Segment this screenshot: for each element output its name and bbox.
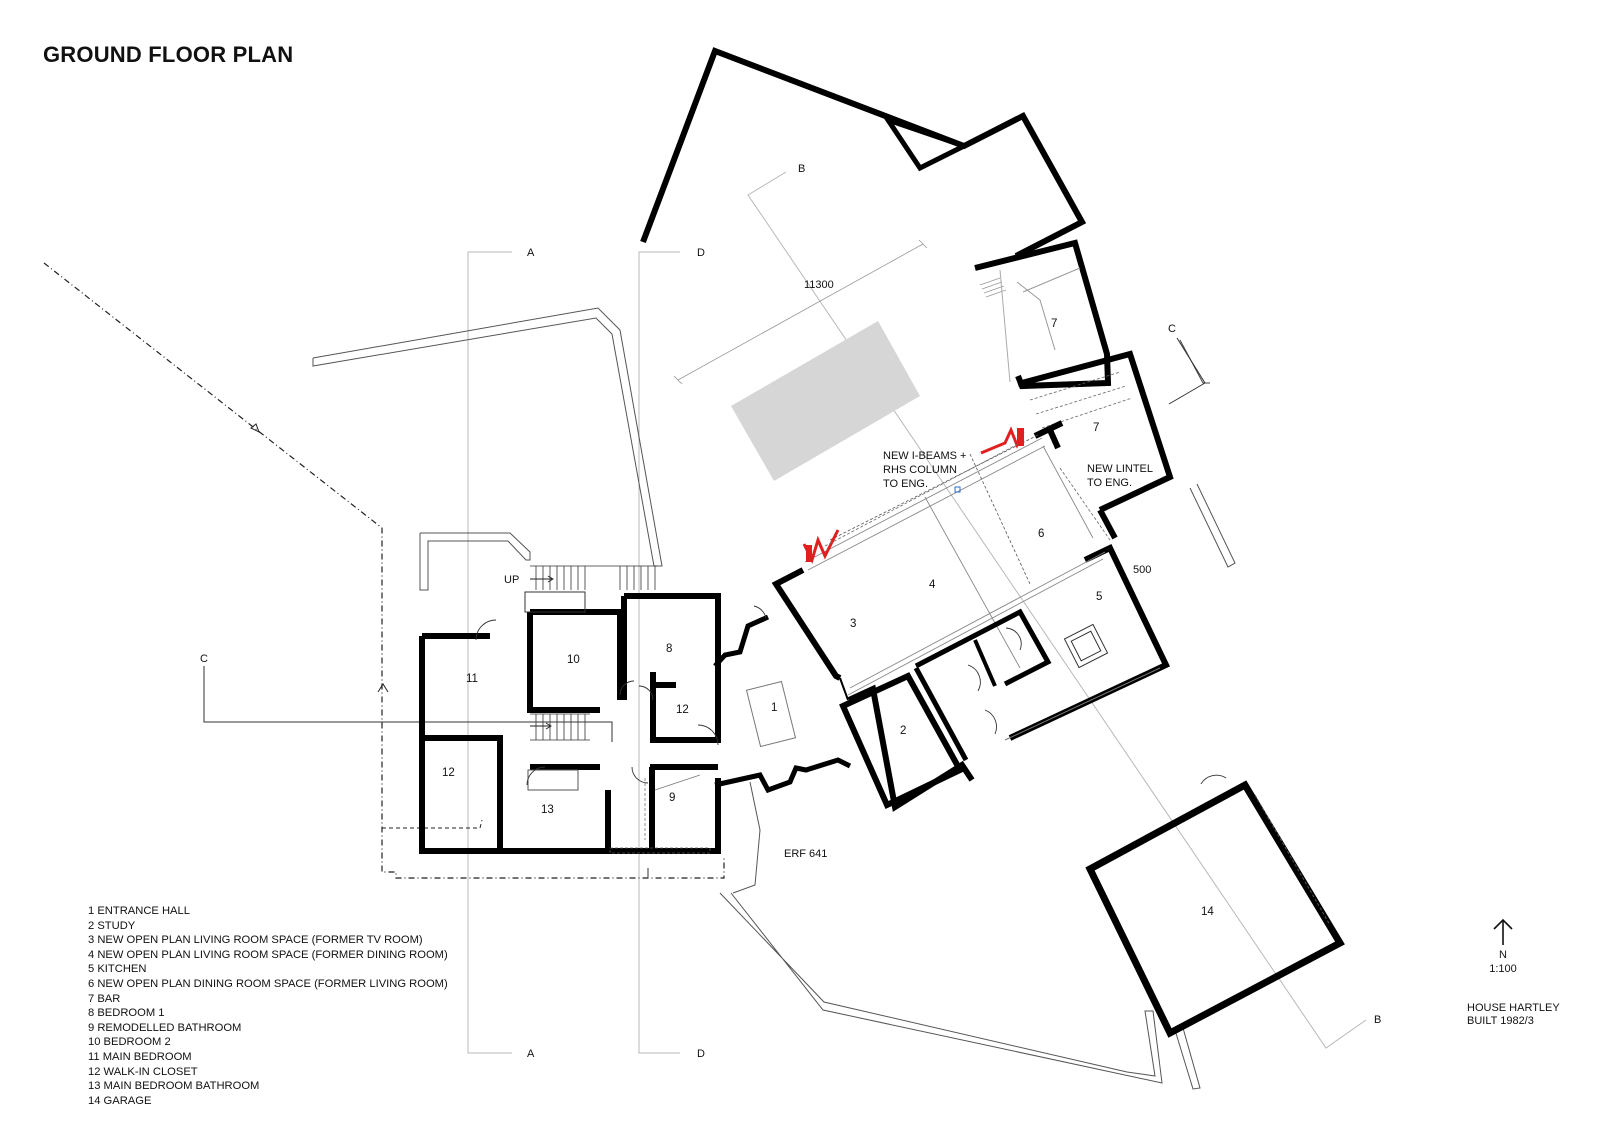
door-swings [475, 605, 1227, 786]
room-label-10: 10 [567, 654, 580, 666]
bedroom-wing-walls [419, 593, 721, 854]
study-walls [839, 672, 965, 810]
legend-item: 12 WALK-IN CLOSET [88, 1065, 198, 1078]
project-info: HOUSE HARTLEY BUILT 1982/3 [1467, 1002, 1560, 1028]
project-name: HOUSE HARTLEY [1467, 1002, 1560, 1014]
legend-item: 14 GARAGE [88, 1094, 152, 1107]
scale-label: 1:100 [1489, 963, 1517, 975]
legend-item: 4 NEW OPEN PLAN LIVING ROOM SPACE (FORME… [88, 948, 448, 961]
ibeams-note-line3: TO ENG. [883, 478, 928, 490]
dimension-label: 11300 [804, 279, 834, 291]
north-indicator: N 1:100 [1483, 917, 1523, 975]
garage-walls [1085, 780, 1345, 1038]
pool [731, 321, 920, 481]
room-label-11: 11 [466, 673, 478, 685]
legend-item: 8 BEDROOM 1 [88, 1007, 165, 1020]
legend-item: 10 BEDROOM 2 [88, 1036, 171, 1049]
new-steel-marks [802, 426, 1025, 565]
north-arrow-icon [1493, 918, 1513, 945]
planter [524, 591, 586, 613]
legend-item: 3 NEW OPEN PLAN LIVING ROOM SPACE (FORME… [88, 934, 423, 947]
lintel-note-line2: TO ENG. [1087, 477, 1132, 489]
room-label-14: 14 [1201, 906, 1214, 918]
legend-item: 11 MAIN BEDROOM [88, 1050, 192, 1063]
room-label-8: 8 [666, 643, 672, 655]
section-lines [467, 171, 1367, 1054]
stair-up-label: UP [504, 574, 519, 586]
stair-hatch [530, 565, 657, 741]
ibeams-note-line2: RHS COLUMN [883, 464, 957, 476]
dimension-500-label: 500 [1133, 564, 1151, 576]
room-label-5: 5 [1096, 591, 1102, 603]
erf-label: ERF 641 [784, 848, 827, 860]
section-marker-a-bottom: A [527, 1048, 535, 1060]
section-marker-c-right: C [1168, 323, 1176, 335]
room-label-12-west: 12 [442, 767, 455, 779]
bathtub [527, 769, 579, 791]
room-label-2: 2 [900, 725, 906, 737]
room-label-6: 6 [1038, 528, 1044, 540]
room-label-1: 1 [771, 702, 777, 714]
ibeams-note-line1: NEW I-BEAMS + [883, 450, 966, 462]
section-line-c [203, 666, 613, 742]
page-title: GROUND FLOOR PLAN [43, 42, 294, 67]
courtyard-wall [640, 47, 1087, 259]
section-marker-b-top: B [798, 163, 805, 175]
room-label-9: 9 [669, 792, 675, 804]
room-label-3: 3 [850, 618, 856, 630]
room-label-7-lower: 7 [1093, 422, 1099, 434]
living-wing-walls [771, 567, 842, 681]
legend-item: 5 KITCHEN [88, 963, 147, 976]
north-letter: N [1499, 949, 1507, 961]
project-built: BUILT 1982/3 [1467, 1015, 1534, 1027]
legend-item: 9 REMODELLED BATHROOM [88, 1021, 242, 1034]
section-marker-b-bottom: B [1374, 1014, 1381, 1026]
room-label-7-upper: 7 [1051, 318, 1057, 330]
section-marker-d-top: D [697, 247, 705, 259]
room-label-13: 13 [541, 804, 554, 816]
legend-item: 1 ENTRANCE HALL [88, 905, 190, 917]
property-boundary [43, 262, 725, 879]
legend-item: 7 BAR [88, 992, 121, 1005]
legend-item: 13 MAIN BEDROOM BATHROOM [88, 1080, 260, 1093]
legend-item: 2 STUDY [88, 919, 136, 932]
room-label-4: 4 [929, 579, 936, 591]
dimension-11300 [673, 239, 928, 385]
lintel-note-line1: NEW LINTEL [1087, 463, 1153, 475]
section-marker-a-top: A [527, 247, 535, 259]
section-marker-d-bottom: D [697, 1048, 705, 1060]
bar-stair [979, 277, 1007, 298]
room-legend: 1 ENTRANCE HALL 2 STUDY 3 NEW OPEN PLAN … [88, 904, 448, 1108]
room-label-12-east: 12 [676, 704, 689, 716]
section-marker-c-left: C [200, 653, 208, 665]
garden-walls [312, 307, 1236, 1090]
legend-item: 6 NEW OPEN PLAN DINING ROOM SPACE (FORME… [88, 977, 448, 990]
